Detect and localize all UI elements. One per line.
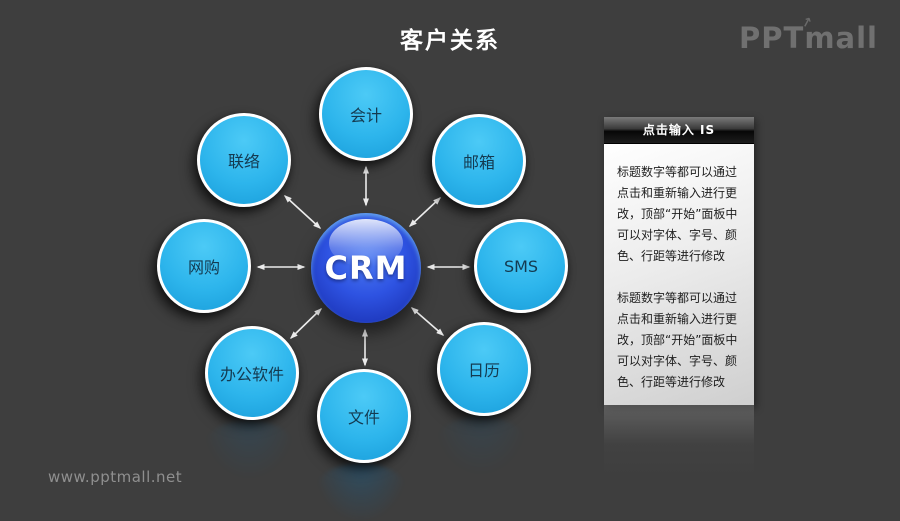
note-paragraph: 标题数字等都可以通过点击和重新输入进行更改，顶部“开始”面板中可以对字体、字号、…: [617, 291, 738, 389]
node-label: 联络: [227, 152, 260, 171]
arrow-top-right: [408, 196, 442, 228]
node-label: 文件: [347, 408, 380, 427]
slide-canvas: 客户关系 PPTmall ↑ 会计 邮箱 SMS: [48, 14, 878, 521]
diagram-node-sms[interactable]: SMS: [474, 219, 568, 313]
note-panel-header[interactable]: 点击输入 IS: [604, 117, 754, 144]
watermark-url: www.pptmall.net: [48, 468, 183, 486]
diagram-node-accounting[interactable]: 会计: [319, 67, 413, 161]
node-label: 会计: [349, 106, 382, 125]
center-node-label: CRM: [324, 249, 408, 287]
pptmall-logo-text: PPTmall: [739, 21, 878, 55]
node-label: 办公软件: [219, 365, 284, 384]
node-label: 日历: [467, 361, 500, 380]
diagram-node-online-shopping[interactable]: 网购: [157, 219, 251, 313]
arrow-top-left: [283, 194, 322, 230]
diagram-node-calendar[interactable]: 日历: [437, 322, 531, 416]
diagram-node-files[interactable]: 文件: [317, 369, 411, 463]
pptmall-logo: PPTmall ↑: [739, 14, 878, 55]
diagram-node-office-software[interactable]: 办公软件: [205, 326, 299, 420]
note-panel-reflection: [604, 405, 754, 477]
note-panel-body: 标题数字等都可以通过点击和重新输入进行更改，顶部“开始”面板中可以对字体、字号、…: [604, 144, 754, 405]
node-label: SMS: [503, 256, 539, 276]
arrow-bottom-left: [289, 307, 323, 340]
note-panel[interactable]: 点击输入 IS 标题数字等都可以通过点击和重新输入进行更改，顶部“开始”面板中可…: [604, 117, 754, 405]
arrow-bottom-right: [410, 307, 445, 336]
node-reflection: [315, 463, 407, 521]
connector-arrows: [256, 165, 471, 367]
node-label: 网购: [187, 258, 220, 277]
note-paragraph: 标题数字等都可以通过点击和重新输入进行更改，顶部“开始”面板中可以对字体、字号、…: [617, 165, 738, 263]
diagram-node-contact[interactable]: 联络: [197, 113, 291, 207]
node-reflection: [203, 420, 295, 478]
diagram-node-email[interactable]: 邮箱: [432, 114, 526, 208]
page-title: 客户关系: [400, 28, 500, 54]
diagram-center-crm[interactable]: CRM: [311, 213, 421, 323]
node-label: 邮箱: [462, 153, 495, 172]
node-reflection: [435, 416, 527, 474]
